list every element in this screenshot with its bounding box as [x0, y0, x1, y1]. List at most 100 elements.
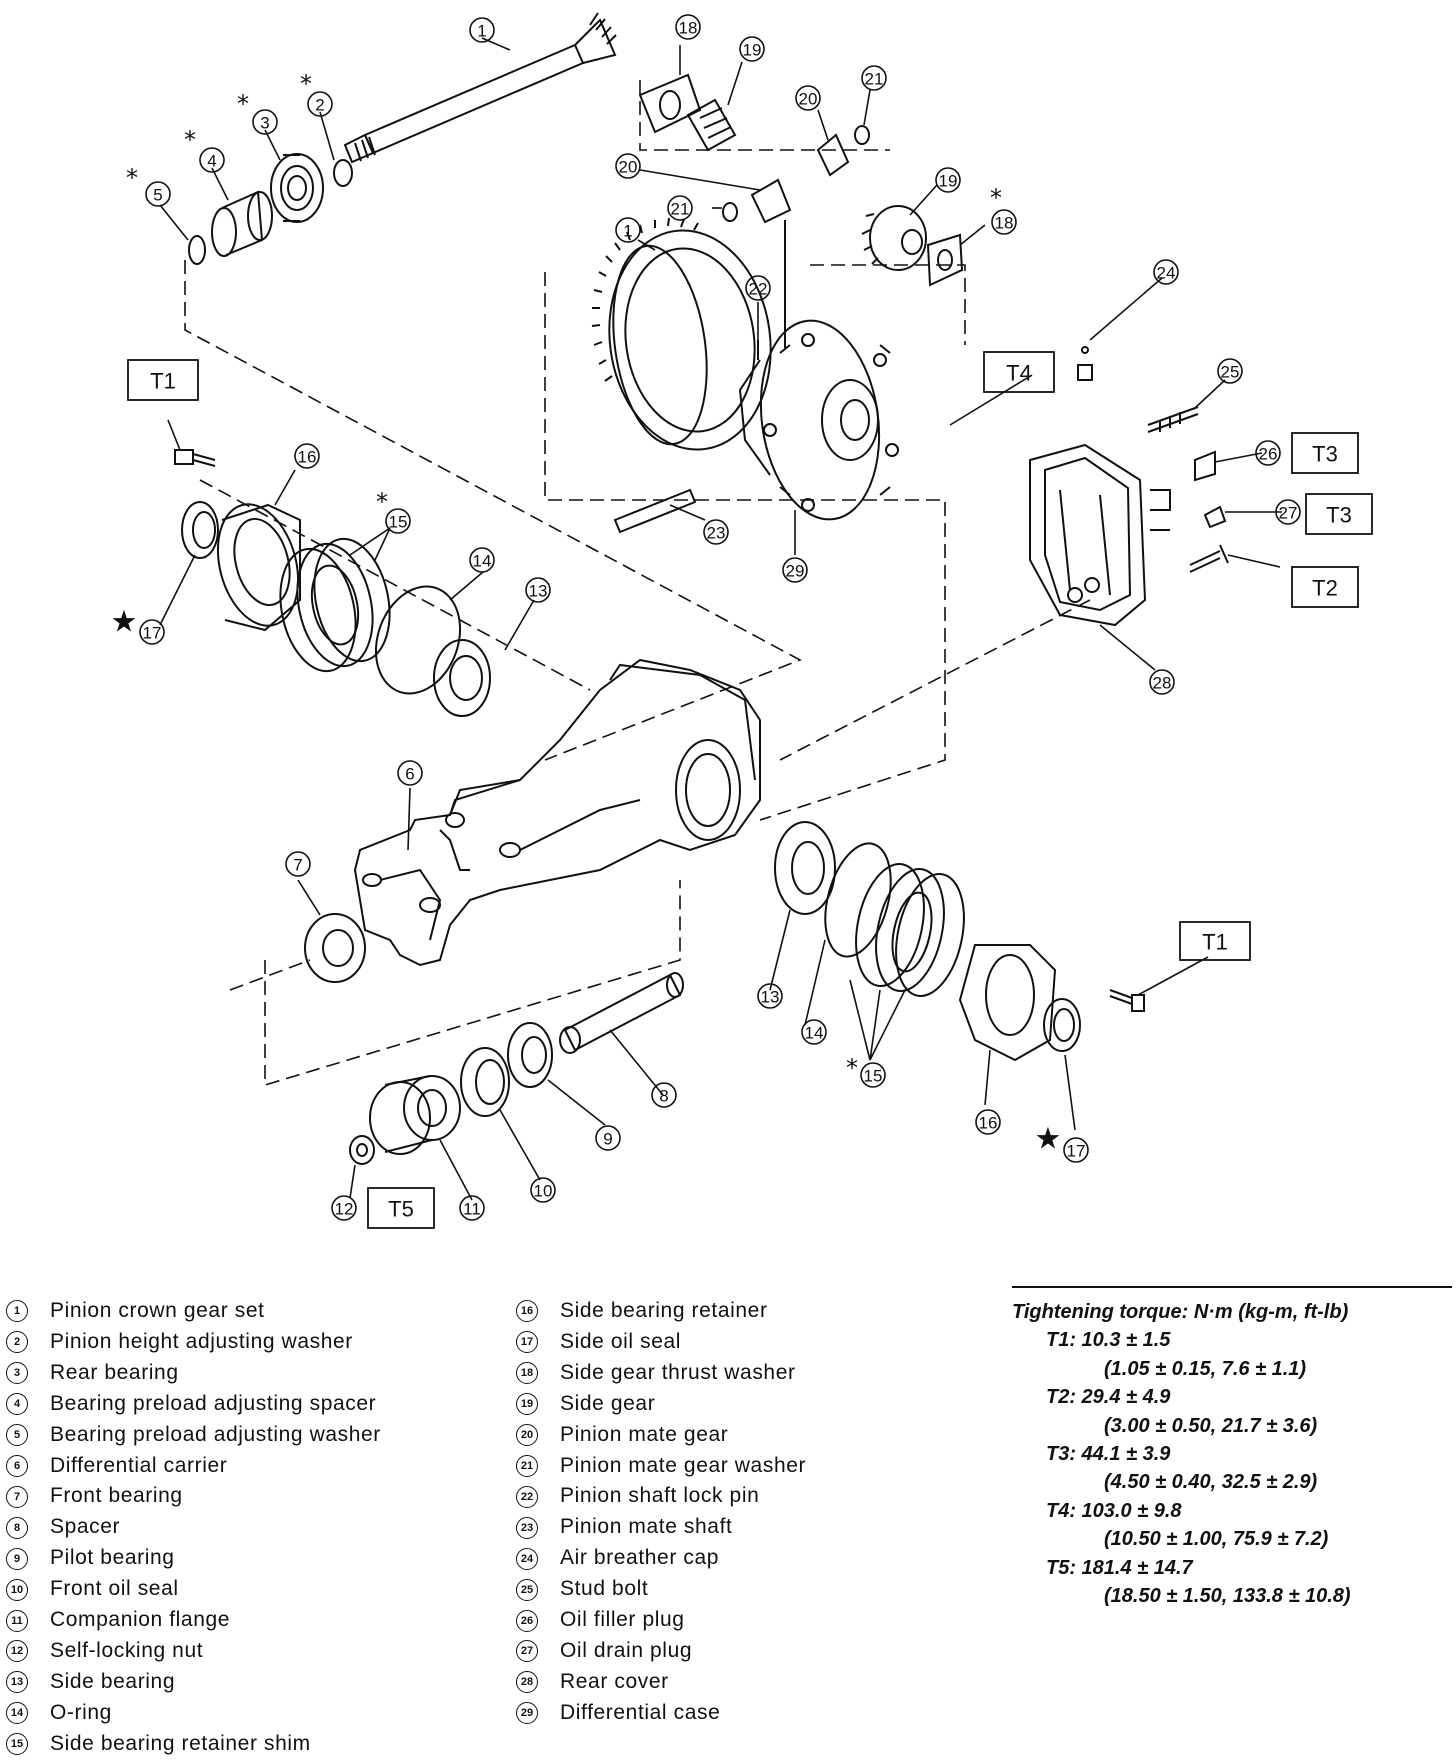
legend-number: 15	[6, 1733, 28, 1756]
legend-part-name: Pinion crown gear set	[50, 1299, 265, 1322]
legend-item: 20 Pinion mate gear	[516, 1420, 806, 1451]
callout-16-left: 16	[298, 448, 317, 467]
callout-28: 28	[1153, 674, 1172, 693]
callout-18-upper: 18	[679, 19, 698, 38]
star-mark-17-left: ★	[111, 605, 138, 640]
callout-15-left: 15	[389, 513, 408, 532]
callout-25: 25	[1221, 363, 1240, 382]
pinion-mate-shaft	[613, 488, 697, 534]
torque-box-t3-filler: T3	[1312, 442, 1338, 467]
callout-13-left: 13	[529, 582, 548, 601]
legend-part-name: Pilot bearing	[50, 1546, 175, 1570]
asterisk-mark-15-right: *	[846, 1054, 858, 1082]
torque-spec-nm: T1: 10.3 ± 1.5	[1046, 1329, 1171, 1352]
callout-1-pinion: 1	[477, 22, 486, 41]
torque-spec-nm: T5: 181.4 ± 14.7	[1046, 1556, 1193, 1579]
legend-part-name: Side gear	[560, 1391, 656, 1415]
legend-number: 26	[516, 1609, 538, 1632]
legend-number: 16	[516, 1300, 538, 1323]
cover-bolt	[1189, 544, 1229, 573]
legend-part-name: Rear bearing	[50, 1360, 179, 1384]
star-mark-17-right: ★	[1035, 1122, 1062, 1157]
legend-part-name: Front bearing	[50, 1484, 183, 1508]
torque-spec-conversions: (3.00 ± 0.50, 21.7 ± 3.6)	[1104, 1414, 1318, 1437]
legend-part-name: Differential case	[560, 1700, 721, 1724]
legend-part-name: Rear cover	[560, 1669, 669, 1693]
legend-number: 2	[6, 1331, 28, 1354]
legend-part-name: Side bearing	[50, 1669, 176, 1693]
legend-number: 6	[6, 1454, 28, 1477]
torque-box-t1-left: T1	[150, 369, 176, 394]
retainer-bolt-right	[1109, 989, 1145, 1012]
legend-part-name: Pinion mate gear	[560, 1422, 729, 1446]
spacer	[559, 972, 684, 1054]
side-oil-seal-right	[1043, 998, 1081, 1052]
pinion-mate-gear-lower	[750, 178, 792, 224]
legend-part-name: Side gear thrust washer	[560, 1360, 796, 1384]
callout-24: 24	[1157, 264, 1176, 283]
side-bearing-retainer-right	[958, 944, 1057, 1062]
side-bearing-left	[433, 639, 491, 717]
callout-14-left: 14	[473, 552, 492, 571]
legend-part-name: Pinion mate shaft	[560, 1515, 733, 1539]
callout-21-lower: 21	[671, 200, 690, 219]
torque-spec-nm: T3: 44.1 ± 3.9	[1046, 1443, 1171, 1466]
callout-3: 3	[260, 114, 269, 133]
callout-circles	[139, 14, 1301, 1221]
torque-box-t4: T4	[1006, 361, 1032, 386]
legend-number: 14	[6, 1702, 28, 1725]
callout-17-left: 17	[143, 624, 162, 643]
side-gear-upper	[686, 98, 737, 152]
legend-part-name: Side bearing retainer shim	[50, 1731, 311, 1755]
companion-flange	[369, 1075, 461, 1155]
crown-gear	[591, 217, 772, 451]
self-locking-nut	[349, 1135, 375, 1165]
torque-spec-conversions: (10.50 ± 1.00, 75.9 ± 7.2)	[1104, 1528, 1329, 1551]
torque-spec-conversions: (1.05 ± 0.15, 7.6 ± 1.1)	[1104, 1357, 1307, 1380]
legend-part-name: Stud bolt	[560, 1577, 649, 1601]
torque-divider	[1012, 1286, 1452, 1288]
legend-number: 10	[6, 1578, 28, 1601]
legend-number: 22	[516, 1485, 538, 1508]
callout-23: 23	[707, 524, 726, 543]
legend-number: 18	[516, 1362, 538, 1385]
torque-box-t5: T5	[388, 1197, 414, 1222]
asterisk-mark-3: *	[237, 90, 249, 118]
callout-5: 5	[153, 186, 162, 205]
legend-item: 13 Side bearing	[6, 1667, 381, 1698]
legend-number: 13	[6, 1671, 28, 1694]
torque-spec-conversions: (18.50 ± 1.50, 133.8 ± 10.8)	[1104, 1585, 1351, 1608]
callout-20-upper: 20	[799, 90, 818, 109]
legend-number: 19	[516, 1393, 538, 1416]
pinion-mate-gear-upper	[816, 133, 850, 177]
legend-part-name: Pinion mate gear washer	[560, 1453, 807, 1477]
legend-part-name: Spacer	[50, 1515, 121, 1539]
callout-2: 2	[315, 96, 324, 115]
differential-carrier	[353, 658, 761, 967]
legend-number: 12	[6, 1640, 28, 1663]
callout-20-lower: 20	[619, 158, 638, 177]
torque-box-frames	[127, 351, 1373, 1229]
side-oil-seal-left	[181, 501, 219, 559]
legend-item: 6 Differential carrier	[6, 1451, 381, 1482]
legend-number: 20	[516, 1424, 538, 1447]
legend-part-name: Bearing preload adjusting washer	[50, 1422, 381, 1446]
callout-7: 7	[293, 856, 302, 875]
legend-part-name: Differential carrier	[50, 1453, 228, 1477]
legend-part-name: Oil filler plug	[560, 1608, 685, 1632]
callout-29: 29	[786, 562, 805, 581]
torque-spec-conversions: (4.50 ± 0.40, 32.5 ± 2.9)	[1104, 1471, 1318, 1494]
legend-part-name: Bearing preload adjusting spacer	[50, 1391, 377, 1415]
